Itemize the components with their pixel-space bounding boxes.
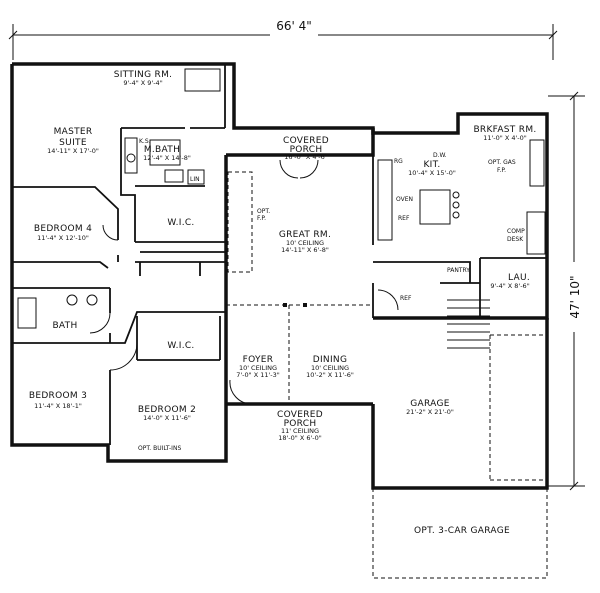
fireplace-outline <box>227 171 253 273</box>
garage-label: GARAGE <box>410 399 449 409</box>
kitchen-size: 10'-4" X 15'-0" <box>408 169 456 177</box>
great-room-size: 14'-11" X 6'-8" <box>281 246 329 254</box>
foyer-label: FOYER <box>243 355 274 365</box>
door-swing <box>102 224 119 241</box>
ref-label: REF <box>400 295 412 302</box>
sink-fixture <box>66 294 78 306</box>
bath-tub-fixture <box>17 297 37 329</box>
comp-desk-label-2: DESK <box>507 236 524 243</box>
stairs <box>447 299 490 349</box>
bedroom2-label: BEDROOM 2 <box>138 405 196 415</box>
width-label: 66' 4" <box>276 19 312 33</box>
rear-porch-label: COVERED <box>283 136 329 146</box>
kitchen-island <box>419 189 451 225</box>
fixtures <box>17 68 546 405</box>
front-porch-label-2: PORCH <box>284 419 317 429</box>
bedroom2-size: 14'-0" X 11'-6" <box>143 414 191 422</box>
great-room-label: GREAT RM. <box>279 230 331 240</box>
master-wic-label: W.I.C. <box>167 218 194 228</box>
rear-porch-label-2: PORCH <box>290 145 323 155</box>
laundry-label: LAU. <box>508 273 530 283</box>
master-suite-size: 14'-11" X 17'-0" <box>47 147 99 155</box>
front-porch-ceiling: 11' CEILING <box>281 427 319 435</box>
kitchen-ref-label: REF <box>398 215 410 222</box>
master-bath-size: 12'-4" X 14'-8" <box>143 154 191 162</box>
kitchen-label: KIT. <box>423 160 440 170</box>
gas-fp-label-2: F.P. <box>497 167 506 174</box>
rear-porch-size: 16'-0" X 4'-6" <box>284 153 328 161</box>
comp-desk-label: COMP <box>507 228 525 235</box>
bedroom4-label: BEDROOM 4 <box>34 224 92 234</box>
front-porch-label: COVERED <box>277 410 323 420</box>
sitting-room-label: SITTING RM. <box>114 70 173 80</box>
fixture-labels: K.S. LIN OPT. F.P. OPT. GAS F.P. D.W. RG… <box>138 138 525 452</box>
master-suite-label: MASTER <box>54 127 93 137</box>
room-labels: SITTING RM. 9'-4" X 9'-4" MASTER SUITE 1… <box>29 70 536 536</box>
laundry-size: 9'-4" X 8'-6" <box>490 282 529 290</box>
opt-fp-label: OPT. <box>257 208 270 215</box>
master-bath-label: M.BATH <box>144 145 180 155</box>
great-room-ceiling: 10' CEILING <box>286 239 324 247</box>
oven-label: OVEN <box>396 196 413 203</box>
dining-label: DINING <box>313 355 347 365</box>
linen-label: LIN <box>190 176 200 183</box>
toilet-fixture <box>164 169 184 183</box>
foyer-size: 7'-0" X 11'-3" <box>236 371 280 379</box>
breakfast-room-label: BRKFAST RM. <box>473 125 536 135</box>
dishwasher-label: D.W. <box>433 152 447 159</box>
depth-label: 47' 10" <box>568 275 582 318</box>
foyer-ceiling: 10' CEILING <box>239 364 277 372</box>
tub-fixture <box>184 68 221 92</box>
master-suite-label-2: SUITE <box>59 138 87 148</box>
dining-size: 10'-2" X 11'-6" <box>306 371 354 379</box>
bedroom3-size: 11'-4" X 18'-1" <box>34 402 82 410</box>
gas-fp-label: OPT. GAS <box>488 159 516 166</box>
dining-ceiling: 10' CEILING <box>311 364 349 372</box>
sitting-room-size: 9'-4" X 9'-4" <box>123 79 162 87</box>
interior-walls <box>12 64 548 579</box>
depth-dimension: 47' 10" <box>548 91 585 491</box>
bedroom3-label: BEDROOM 3 <box>29 391 87 401</box>
pantry-label: PANTRY <box>447 267 470 274</box>
bathtub-fixture <box>149 139 181 166</box>
bath-label: BATH <box>52 321 77 331</box>
breakfast-room-size: 11'-0" X 4'-0" <box>483 134 527 142</box>
bedroom2-wic-label: W.I.C. <box>167 341 194 351</box>
front-porch-size: 18'-0" X 6'-0" <box>278 434 322 442</box>
comp-desk <box>526 211 546 255</box>
sink-fixture-2 <box>86 294 98 306</box>
ks-label: K.S. <box>139 138 151 145</box>
opt-garage-label: OPT. 3-CAR GARAGE <box>414 526 510 536</box>
garage-size: 21'-2" X 21'-0" <box>406 408 454 416</box>
built-ins-label: OPT. BUILT-INS <box>138 445 181 452</box>
width-dimension: 66' 4" <box>8 19 558 60</box>
bedroom4-size: 11'-4" X 12'-10" <box>37 234 89 242</box>
opt-fp-label-2: F.P. <box>257 215 266 222</box>
range-label: RG <box>394 158 403 165</box>
